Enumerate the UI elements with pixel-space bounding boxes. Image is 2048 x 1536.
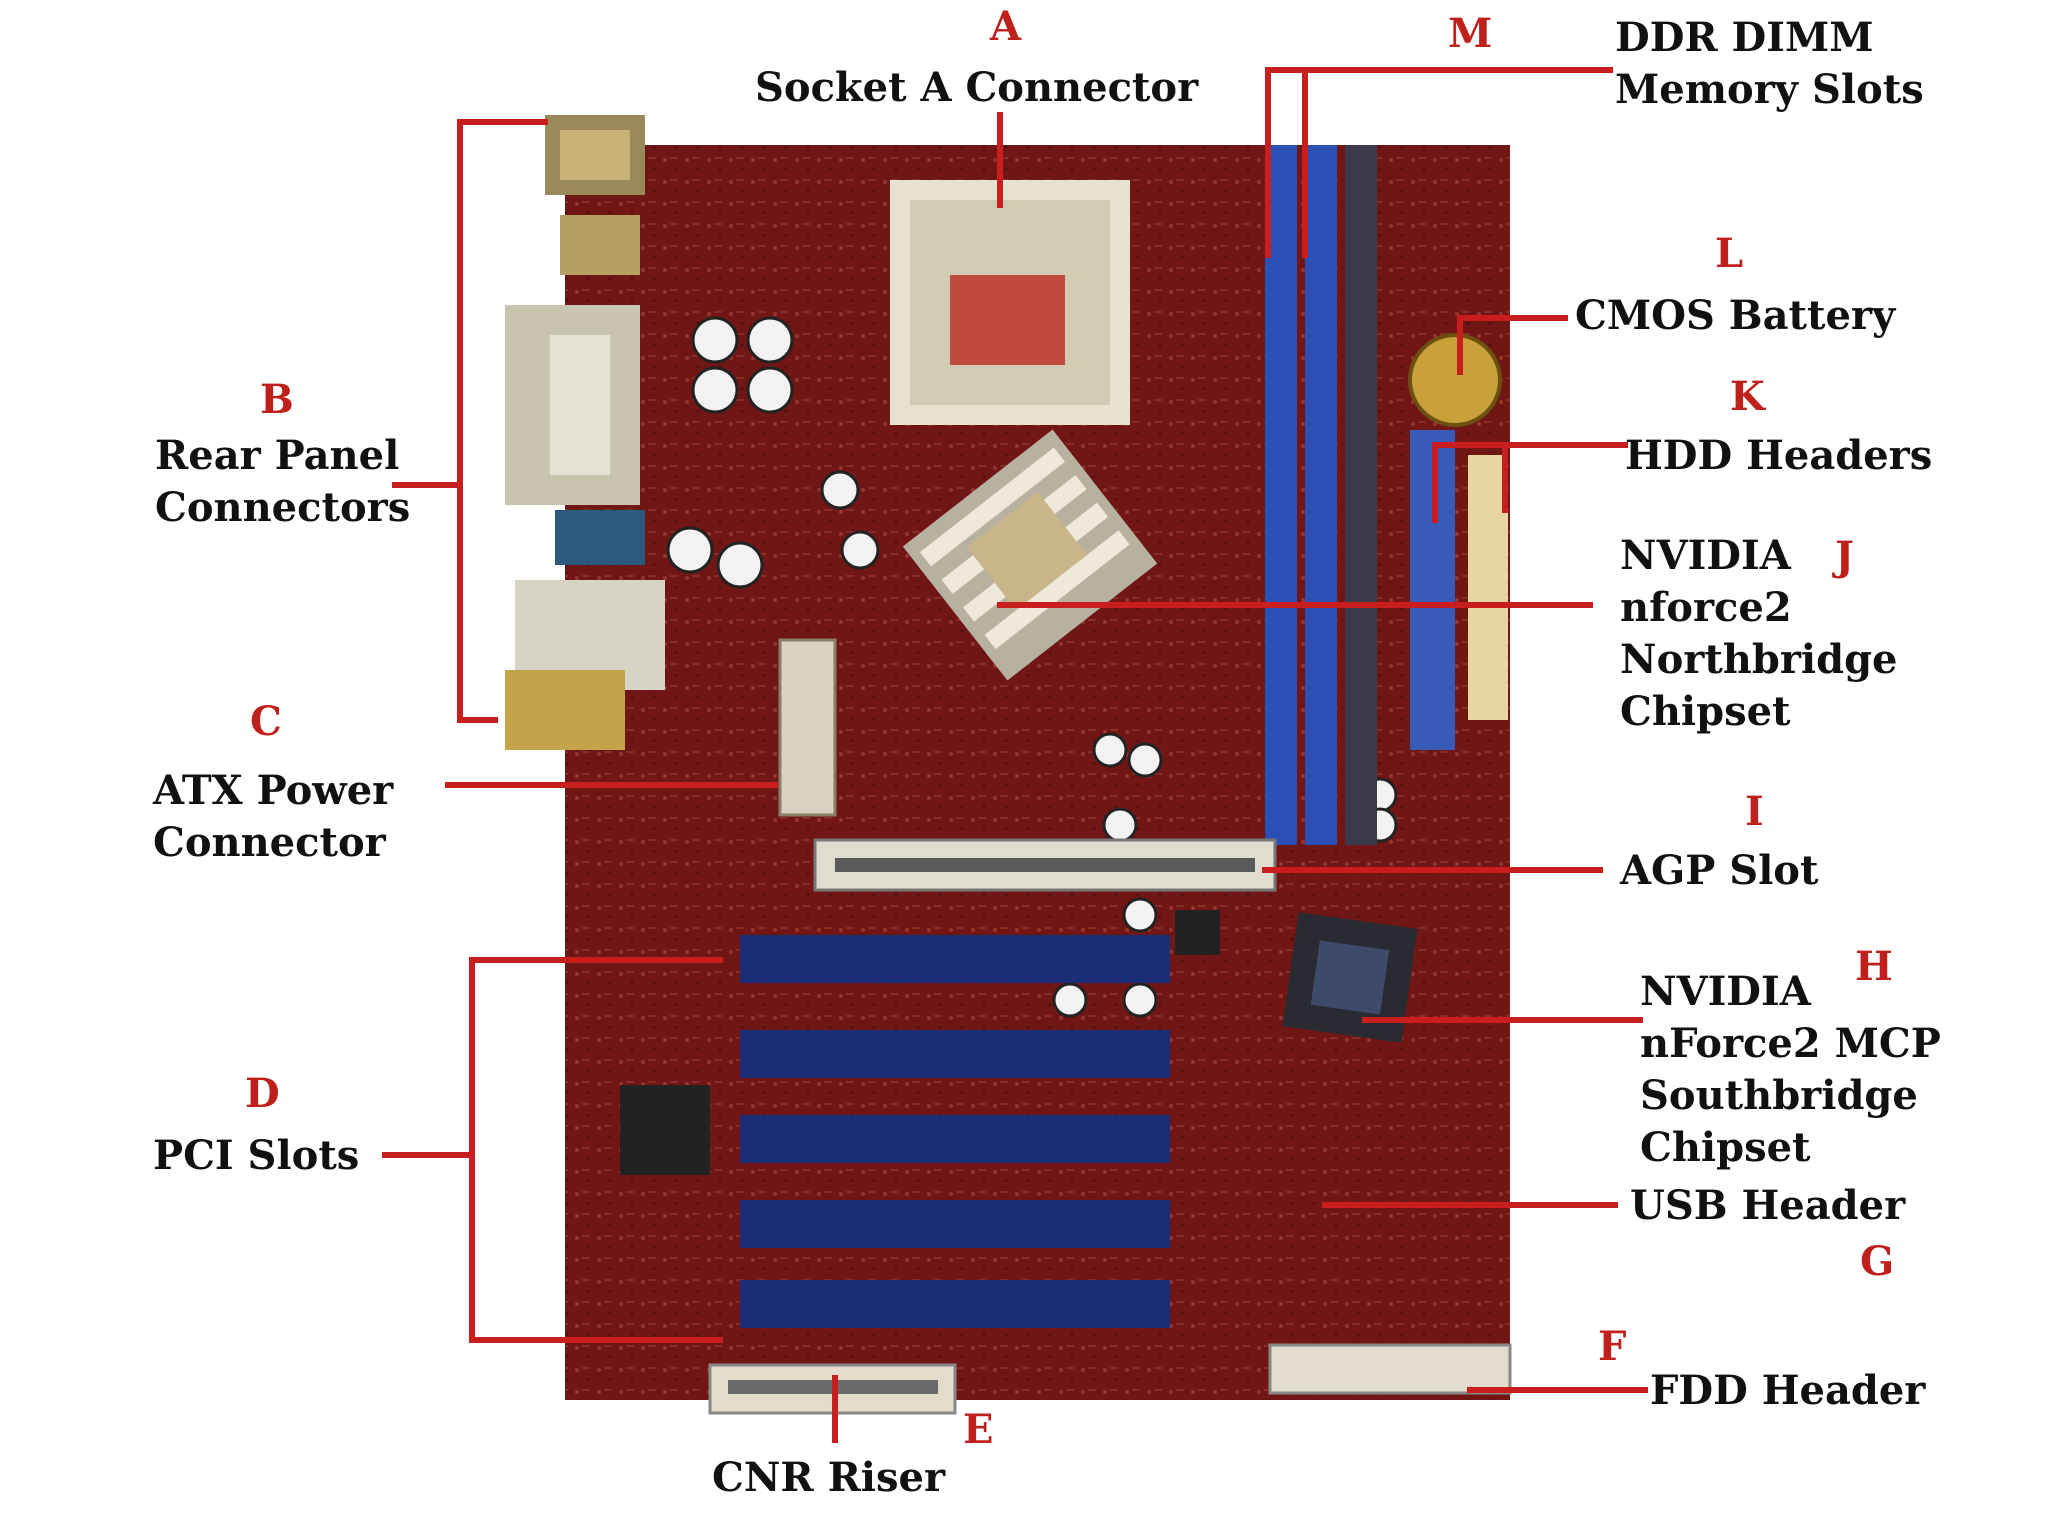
label-hdd-headers: HDD Headers bbox=[1625, 432, 1933, 479]
small-chip bbox=[1175, 910, 1220, 955]
agp-slot bbox=[813, 838, 1277, 892]
socket-a-cpu-socket bbox=[890, 180, 1130, 425]
leader-lines bbox=[382, 67, 1648, 1443]
label-cnr-riser: CNR Riser bbox=[712, 1454, 946, 1501]
label-agp-slot: AGP Slot bbox=[1620, 847, 1819, 894]
label-letter-m: M bbox=[1448, 10, 1493, 57]
label-letter-j: J bbox=[1835, 533, 1854, 580]
label-letter-e: E bbox=[963, 1406, 994, 1453]
northbridge-heatsink bbox=[902, 429, 1158, 681]
label-letter-f: F bbox=[1598, 1323, 1627, 1370]
label-letter-b: B bbox=[260, 376, 294, 423]
audio-chip bbox=[620, 1085, 710, 1175]
fdd-header bbox=[1268, 1343, 1512, 1395]
label-letter-c: C bbox=[250, 698, 282, 745]
label-usb-header: USB Header bbox=[1630, 1182, 1906, 1229]
label-letter-g: G bbox=[1860, 1238, 1895, 1285]
label-letter-a: A bbox=[990, 3, 1022, 50]
rear-panel-connectors bbox=[505, 115, 665, 750]
label-cmos-battery: CMOS Battery bbox=[1575, 292, 1896, 339]
label-letter-l: L bbox=[1715, 230, 1744, 277]
label-letter-d: D bbox=[245, 1070, 280, 1117]
label-pci-slots: PCI Slots bbox=[153, 1132, 360, 1179]
southbridge-chip bbox=[1282, 912, 1418, 1043]
label-fdd-header: FDD Header bbox=[1650, 1367, 1926, 1414]
ddr-dimm-slots bbox=[1265, 145, 1377, 845]
atx-power-connector bbox=[778, 638, 837, 817]
cmos-battery bbox=[1408, 333, 1502, 427]
label-socket-a-connector: Socket A Connector bbox=[755, 64, 1199, 111]
label-letter-h: H bbox=[1855, 943, 1893, 990]
pci-slots bbox=[740, 935, 1170, 1328]
capacitors bbox=[666, 316, 1398, 1018]
label-letter-k: K bbox=[1730, 373, 1765, 420]
label-letter-i: I bbox=[1745, 788, 1764, 835]
